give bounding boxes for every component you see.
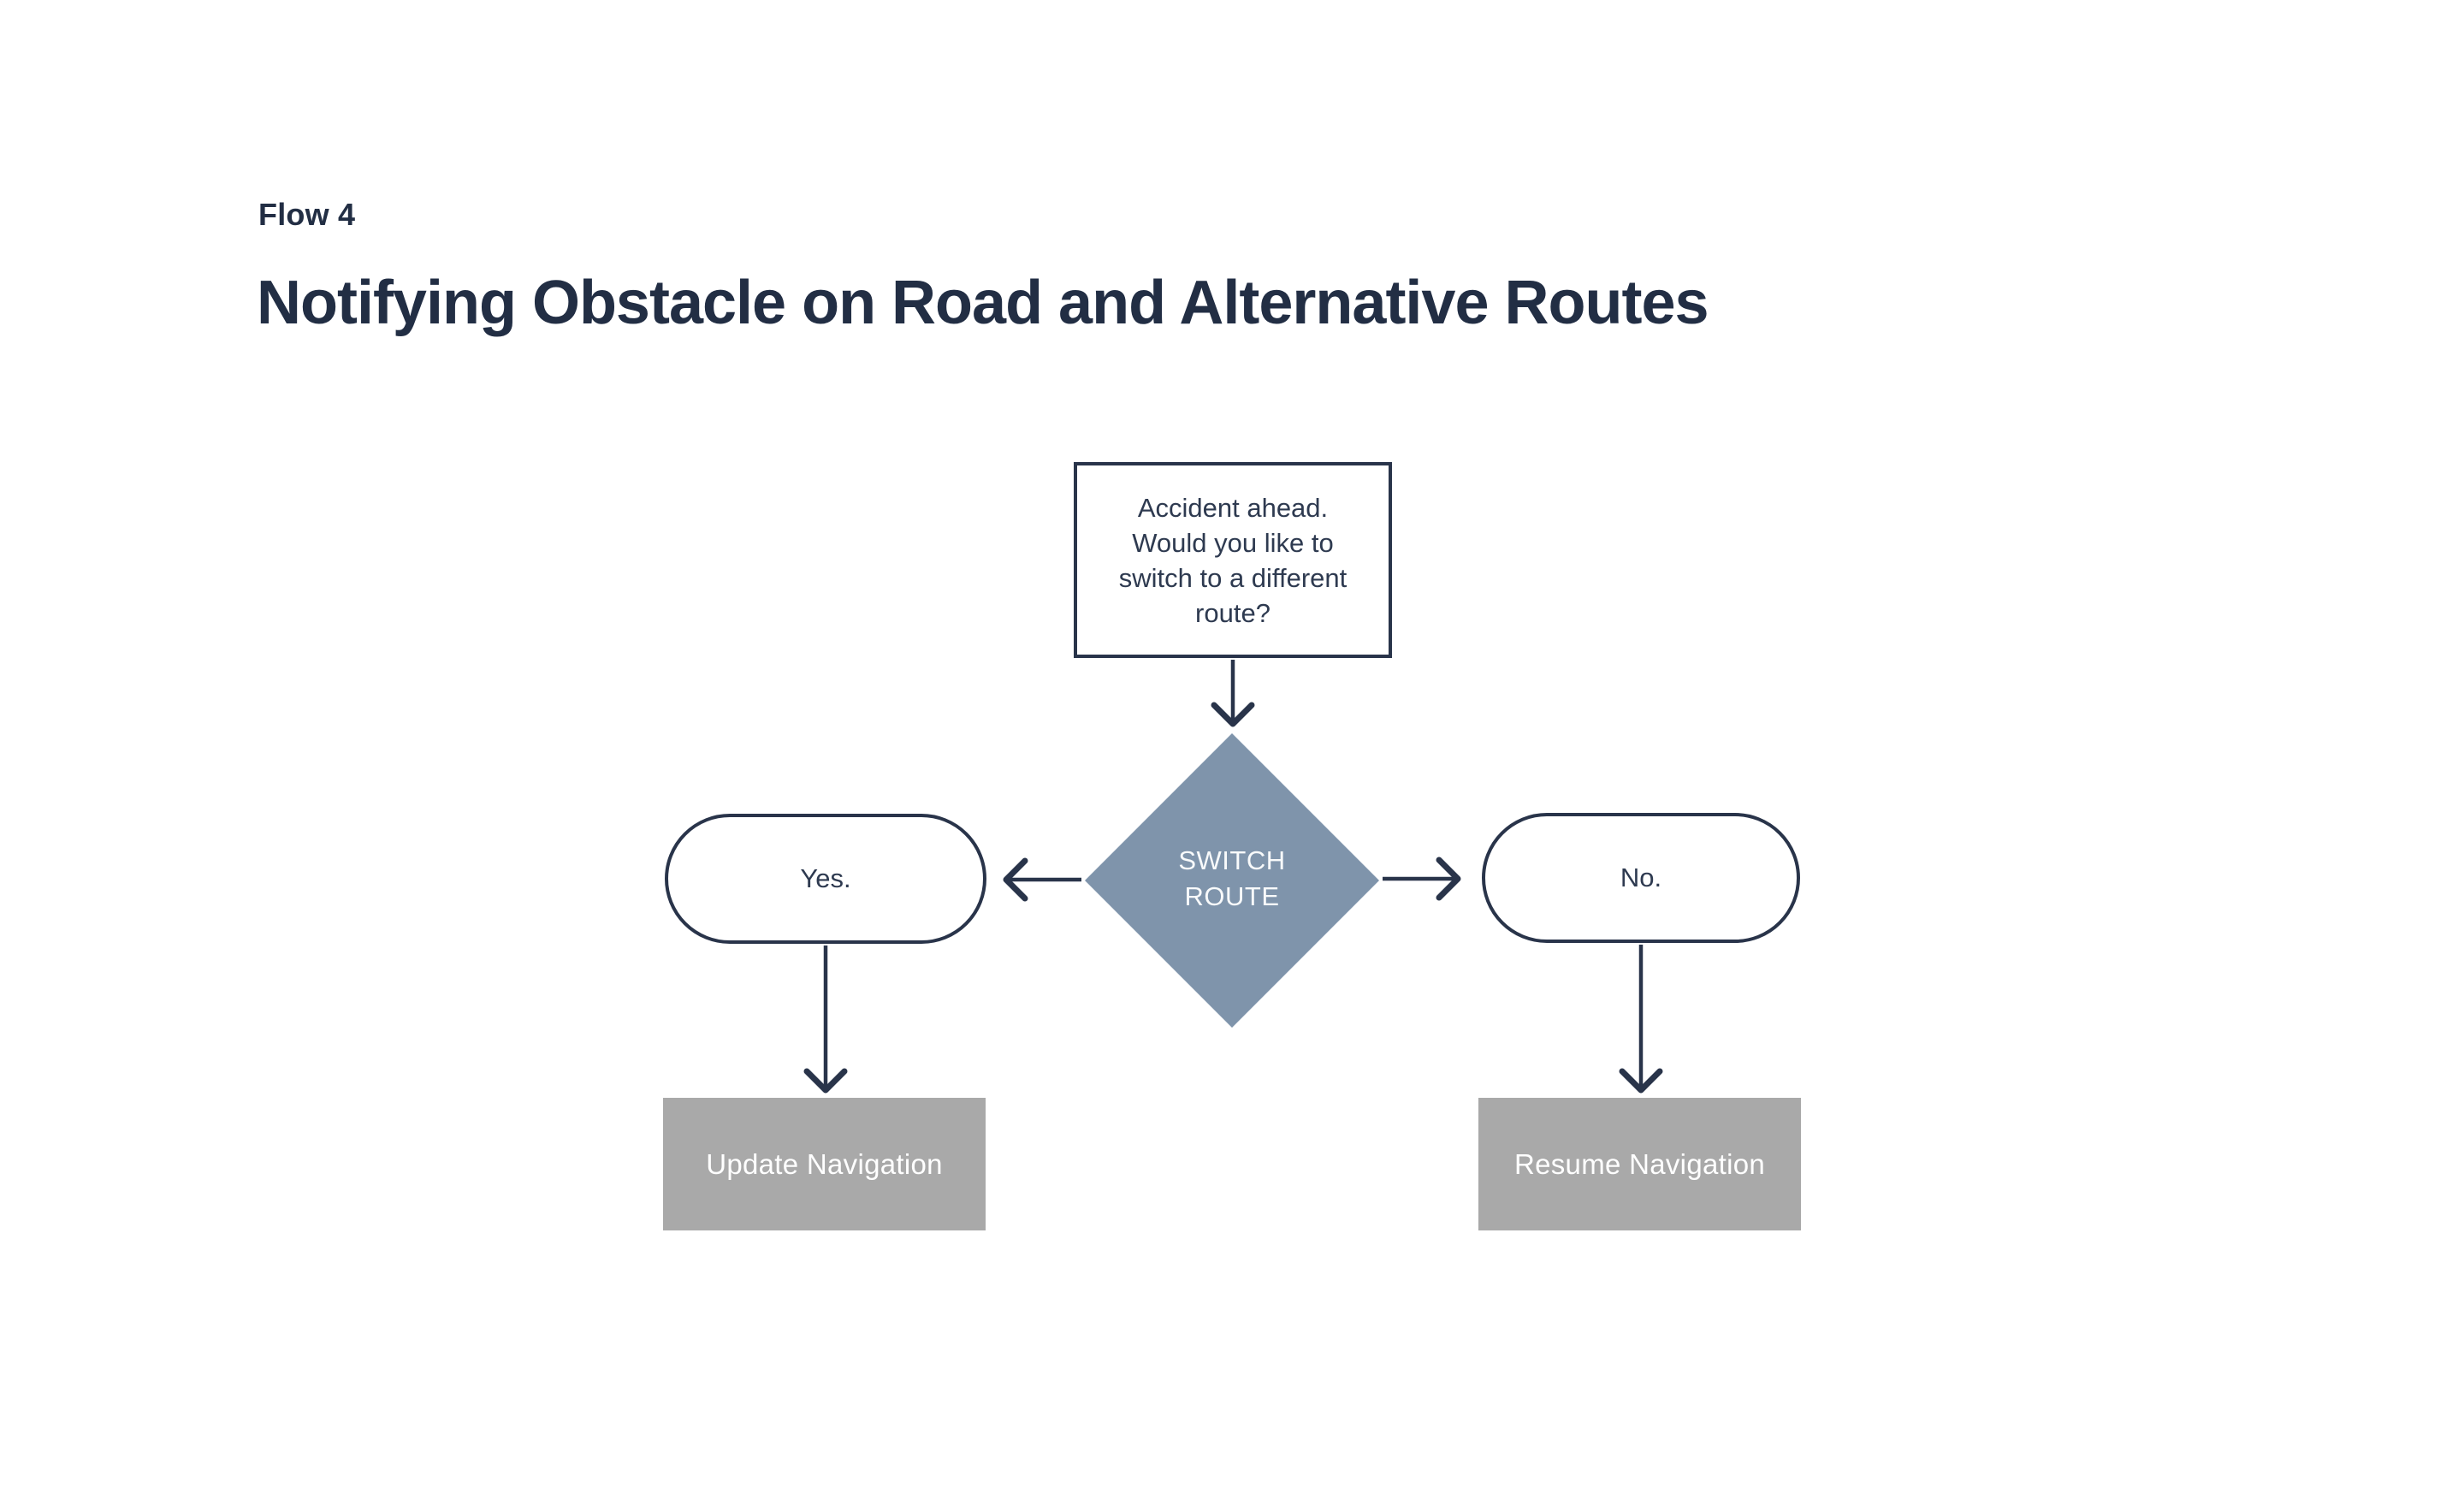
yes-option-node: Yes.	[665, 814, 986, 944]
update-navigation-node: Update Navigation	[663, 1098, 986, 1230]
yes-option-label: Yes.	[800, 863, 851, 893]
no-option-label: No.	[1620, 863, 1662, 892]
page-title: Notifying Obstacle on Road and Alternati…	[257, 269, 1709, 337]
decision-line-1: SWITCH	[1178, 845, 1286, 875]
flow-number-label: Flow 4	[258, 197, 356, 232]
arrowhead-down-to-update-icon	[803, 1068, 848, 1094]
question-line-1: Accident ahead.	[1137, 492, 1329, 523]
arrowhead-down-to-resume-icon	[1619, 1068, 1663, 1094]
arrowhead-down-to-decision-icon	[1211, 702, 1255, 727]
question-box-node: Accident ahead. Would you like to switch…	[1074, 462, 1392, 658]
resume-navigation-label: Resume Navigation	[1513, 1147, 1766, 1180]
resume-navigation-node: Resume Navigation	[1478, 1098, 1801, 1230]
decision-line-2: ROUTE	[1184, 881, 1280, 911]
no-option-node: No.	[1482, 813, 1800, 943]
question-line-3: switch to a different	[1118, 562, 1348, 593]
decision-diamond-label: SWITCH ROUTE	[1146, 843, 1318, 915]
update-navigation-label: Update Navigation	[706, 1147, 943, 1180]
arrowhead-right-to-no-icon	[1436, 857, 1461, 901]
question-line-2: Would you like to	[1132, 527, 1334, 558]
arrowhead-left-to-yes-icon	[1003, 857, 1028, 902]
question-line-4: route?	[1195, 597, 1270, 628]
question-box-text: Accident ahead. Would you like to switch…	[1119, 490, 1348, 631]
